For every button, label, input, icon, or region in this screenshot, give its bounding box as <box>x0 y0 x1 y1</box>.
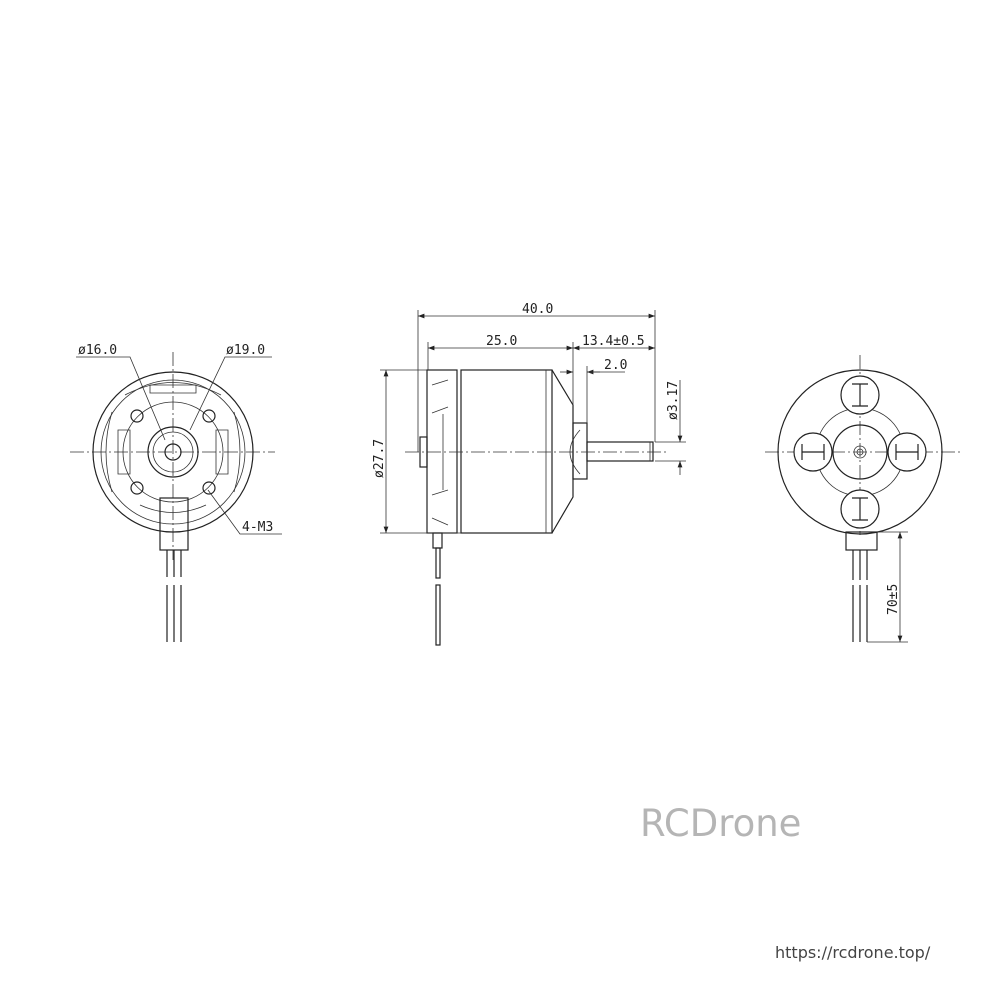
dim-shaft-length: 13.4±0.5 <box>582 334 645 349</box>
dim-overall-length: 40.0 <box>522 302 553 317</box>
dim-shaft-diameter: ø3.17 <box>666 381 681 420</box>
dim-boss-length: 2.0 <box>604 358 627 373</box>
dim-inner-diameter: ø16.0 <box>78 343 117 358</box>
dim-mount-holes: 4-M3 <box>242 520 273 535</box>
front-view: ø16.0 ø19.0 4-M3 <box>70 343 282 642</box>
rear-view: 70±5 <box>765 355 960 643</box>
side-view: 40.0 25.0 13.4±0.5 2.0 ø27.7 ø3.17 <box>372 302 686 646</box>
source-url: https://rcdrone.top/ <box>775 943 931 962</box>
dim-body-length: 25.0 <box>486 334 517 349</box>
dim-outer-diameter: ø19.0 <box>226 343 265 358</box>
dim-body-diameter: ø27.7 <box>372 439 387 478</box>
watermark: RCDrone <box>640 802 802 845</box>
dim-lead-length: 70±5 <box>886 584 901 615</box>
